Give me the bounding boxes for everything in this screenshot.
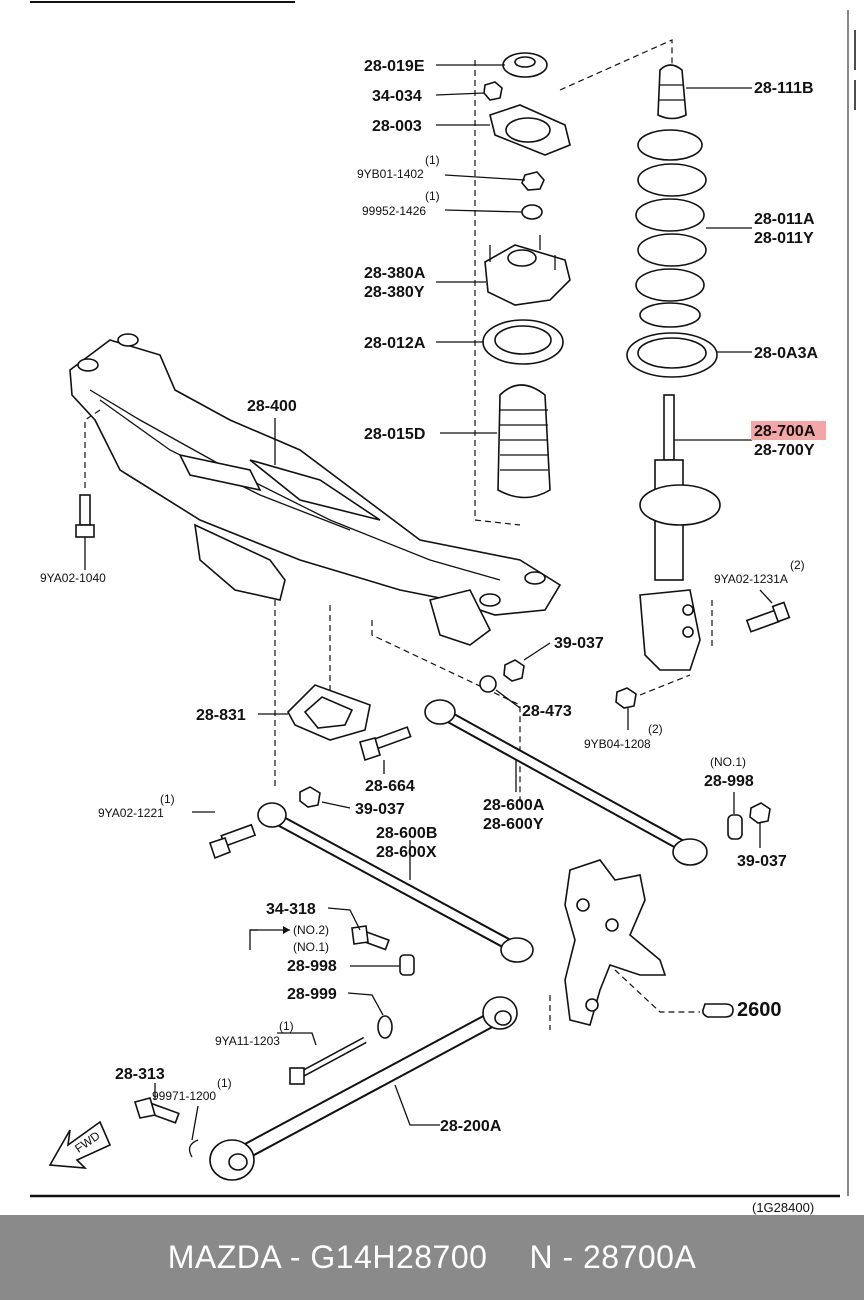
seat-28-012A [482,319,564,365]
label-28-998-b: 28-998 [287,958,337,975]
washer-28-999 [377,1015,393,1039]
label-9YA02-1221: 9YA02-1221 [98,806,164,820]
qty-9YA11-1203: (1) [279,1019,294,1033]
label-9YA11-1203: 9YA11-1203 [215,1034,280,1048]
label-28-664: 28-664 [365,778,415,795]
bolt-9YA11-1203 [289,1036,367,1085]
label-9YB01-1402: 9YB01-1402 [357,167,424,181]
label-28-003: 28-003 [372,118,422,135]
bolt-9YA02-1221 [208,823,257,860]
label-28-600Y: 28-600Y [483,816,544,833]
qty-9YB01-1402: (1) [425,153,440,167]
washer-28-473 [479,675,497,693]
arm-28-600B [257,802,534,963]
diagram-code: (1G28400) [752,1200,814,1215]
mount-28-380A [484,235,571,306]
bolt-28-664 [359,726,412,762]
label-28-012A: 28-012A [364,335,426,352]
label-28-700A: 28-700A [754,423,816,440]
label-34-318: 34-318 [266,901,316,918]
label-28-200A: 28-200A [440,1118,502,1135]
label-28-600B: 28-600B [376,825,437,842]
nut-9YB01-1402 [521,171,545,191]
boot-28-015D [497,384,551,499]
label-28-313: 28-313 [115,1066,165,1083]
label-28-999: 28-999 [287,986,337,1003]
clip-99971-1200 [188,1139,199,1158]
nut-9YB04-1208 [615,687,637,709]
label-28-473: 28-473 [522,703,572,720]
bolt-28-313 [133,1097,180,1124]
bolt-9YA02-1231A [745,601,791,633]
label-28-600A: 28-600A [483,797,545,814]
label-39-037-b: 39-037 [355,801,405,818]
label-99952-1426: 99952-1426 [362,204,426,218]
label-28-998-a: 28-998 [704,773,754,790]
qty-9YA02-1231A: (2) [790,558,805,572]
nut-39-037-b [299,786,321,808]
nut-39-037-a [503,659,525,682]
pointing-hand-icon [702,1003,734,1018]
label-39-037-c: 39-037 [737,853,787,870]
coil-spring-28-011A [635,129,707,328]
cam-washer-28-998-b [399,954,415,976]
label-28-019E: 28-019E [364,58,425,75]
bolt-9YA02-1040 [75,494,95,538]
label-28-600X: 28-600X [376,844,437,861]
qty-99952-1426: (1) [425,189,440,203]
bolt-34-318 [351,925,390,951]
label-28-011Y: 28-011Y [754,230,814,247]
arm-28-600A [424,699,708,866]
label-9YA02-1231A: 9YA02-1231A [714,572,788,586]
spring-seat-28-0A3A [626,332,718,378]
parts-diagram: FWD [30,1,856,1215]
cam-washer-28-998-a [727,814,743,840]
label-no2: (NO.2) [293,923,329,937]
label-28-380Y: 28-380Y [364,284,425,301]
qty-9YA02-1221: (1) [160,792,175,806]
label-28-831: 28-831 [196,707,246,724]
label-39-037-a: 39-037 [554,635,604,652]
label-2600: 2600 [737,999,782,1021]
qty-99971-1200: (1) [217,1076,232,1090]
label-28-0A3A: 28-0A3A [754,345,818,362]
note-no1-28-998: (NO.1) [710,755,746,769]
label-no1: (NO.1) [293,940,329,954]
knuckle-2600 [564,859,667,1026]
crossmember-28-400 [69,333,562,646]
label-28-700Y: 28-700Y [754,442,815,459]
nut-39-037-c [749,802,771,824]
dust-cover-28-019E [502,52,548,78]
caption-catalog-number: N - 28700A [529,1239,697,1275]
caption-part-number: MAZDA - G14H28700 [167,1239,488,1275]
label-9YA02-1040: 9YA02-1040 [40,571,106,585]
bump-stop-28-111B [657,64,687,120]
nut-34-034 [483,81,503,101]
label-28-111B: 28-111B [754,80,814,97]
label-99971-1200: 99971-1200 [152,1089,216,1103]
washer-99952-1426 [521,204,543,220]
bracket-28-831 [287,684,371,741]
qty-9YB04-1208: (2) [648,722,663,736]
label-28-400: 28-400 [247,398,297,415]
leader-lines [84,64,773,1141]
strut-28-700A [639,394,721,671]
label-34-034: 34-034 [372,88,422,105]
label-28-015D: 28-015D [364,426,425,443]
label-28-380A: 28-380A [364,265,426,282]
label-9YB04-1208: 9YB04-1208 [584,737,651,751]
caption-bar: MAZDA - G14H28700 N - 28700A [0,1215,864,1300]
plate-28-003 [489,104,571,156]
highlight-28-700A [751,421,826,440]
label-28-011A: 28-011A [754,211,815,228]
fwd-arrow-icon: FWD [48,1120,112,1169]
trailing-link-28-200A [209,996,518,1181]
